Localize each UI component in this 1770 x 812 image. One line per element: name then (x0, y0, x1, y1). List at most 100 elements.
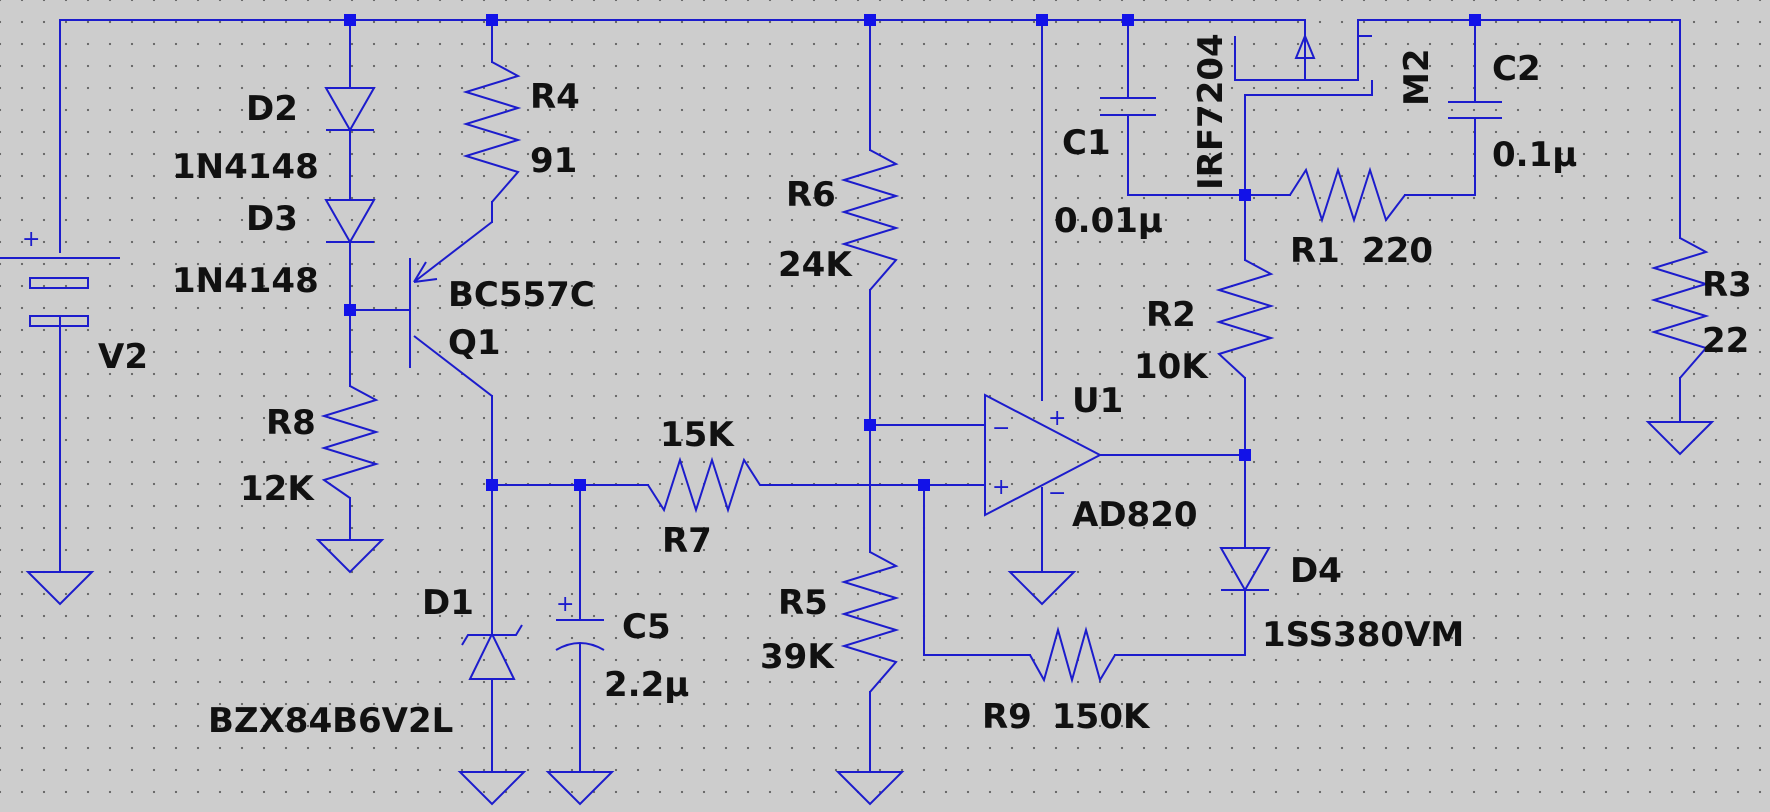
label-r1-value: 220 (1362, 231, 1433, 271)
label-r8-value: 12K (240, 469, 315, 509)
resistor-r5-symbol (840, 551, 900, 693)
m2-gate-plate (1358, 35, 1373, 95)
m2-arrow (1294, 33, 1316, 59)
wire-c1 (1127, 19, 1291, 196)
zener-d1-bar (461, 624, 523, 646)
label-c1-value: 0.01µ (1054, 201, 1163, 241)
ground-symbols (25, 421, 1715, 806)
opamp-u1-symbol: − + + − (984, 393, 1103, 517)
label-r6-value: 24K (778, 245, 853, 285)
q1-collector-lead (413, 335, 493, 397)
label-d1-ref: D1 (422, 583, 474, 623)
label-c5-ref: C5 (622, 607, 671, 647)
m2-leads (1304, 20, 1359, 36)
diode-d3-symbol (324, 199, 376, 245)
capacitor-c2-symbol (1448, 101, 1502, 119)
label-r4-value: 91 (530, 141, 577, 181)
wire-r9 (923, 484, 1246, 656)
junction (344, 14, 356, 26)
opamp-plus-sign: + (992, 475, 1010, 500)
label-r9-ref: R9 (982, 697, 1032, 737)
label-d4-ref: D4 (1290, 551, 1342, 591)
diode-d3-body (324, 199, 376, 245)
labels: V2 D2 1N4148 D3 1N4148 R4 91 BC557C Q1 R… (98, 33, 1752, 741)
transistor-q1-symbol (409, 221, 493, 397)
c5-plus-sign: + (556, 592, 574, 617)
battery-v2-symbol: + (0, 227, 120, 327)
label-d3-ref: D3 (246, 199, 298, 239)
junction (1036, 14, 1048, 26)
diode-d2-body (324, 87, 376, 133)
junction (1239, 449, 1251, 461)
ground-v2 (25, 571, 95, 606)
q1-emitter-arrow (413, 261, 438, 283)
label-r3-ref: R3 (1702, 265, 1752, 305)
c5-plate-bottom (555, 642, 605, 651)
junction (918, 479, 930, 491)
battery-plate-short (29, 315, 89, 327)
resistor-r6-symbol (840, 149, 900, 291)
label-r3-value: 22 (1702, 321, 1749, 361)
wire-m2-gate (1244, 94, 1373, 196)
diode-d2-symbol (324, 87, 376, 133)
opamp-supply-minus: − (1048, 481, 1066, 506)
label-m2-ref: M2 (1397, 49, 1437, 107)
label-r2-value: 10K (1134, 347, 1209, 387)
opamp-triangle (984, 393, 1103, 517)
resistor-r8-symbol (320, 385, 380, 499)
label-d2-value: 1N4148 (172, 147, 319, 187)
label-c5-value: 2.2µ (604, 665, 689, 705)
resistor-r2-symbol (1215, 259, 1275, 379)
junction-dots (344, 14, 1481, 491)
zener-d1-body (468, 631, 516, 680)
resistor-r4-symbol (462, 61, 522, 203)
c1-plates (1100, 97, 1156, 116)
resistor-r3-symbol (1650, 237, 1710, 379)
battery-plus-sign: + (22, 227, 40, 252)
junction (486, 479, 498, 491)
junction (1239, 189, 1251, 201)
label-q1-value: BC557C (448, 275, 595, 315)
label-c2-value: 0.1µ (1492, 135, 1577, 175)
label-d2-ref: D2 (246, 89, 298, 129)
label-d4-value: 1SS380VM (1262, 615, 1464, 655)
label-r8-ref: R8 (266, 403, 316, 443)
capacitor-c5-symbol: + (555, 592, 605, 651)
junction (486, 14, 498, 26)
ground-u1 (1007, 571, 1077, 606)
label-r1-ref: R1 (1290, 231, 1340, 271)
resistor-r9-symbol (1029, 626, 1116, 684)
c2-plates (1448, 101, 1502, 119)
ground-d1 (457, 771, 527, 806)
label-u1-ref: U1 (1072, 381, 1123, 421)
label-d1-value: BZX84B6V2L (208, 701, 453, 741)
label-m2-value: IRF7204 (1191, 33, 1231, 190)
label-r5-ref: R5 (778, 583, 828, 623)
opamp-supply-plus: + (1048, 406, 1066, 431)
resistor-r7-symbol (647, 456, 768, 514)
junction (864, 14, 876, 26)
resistor-r1-symbol (1289, 166, 1406, 224)
zener-d1-symbol (461, 624, 523, 680)
label-v2-ref: V2 (98, 337, 148, 377)
diode-d4-body (1219, 547, 1271, 593)
mosfet-m2-symbol (1234, 20, 1373, 95)
label-r9-value: 150K (1052, 697, 1151, 737)
ground-r8 (315, 539, 385, 574)
q1-emitter-lead (413, 221, 493, 283)
label-r4-ref: R4 (530, 77, 580, 117)
label-u1-value: AD820 (1072, 495, 1198, 535)
label-r2-ref: R2 (1146, 295, 1196, 335)
junction (864, 419, 876, 431)
label-r6-ref: R6 (786, 175, 836, 215)
junction (574, 479, 586, 491)
ground-c5 (545, 771, 615, 806)
battery-plate-long (29, 277, 89, 289)
junction (344, 304, 356, 316)
label-r5-value: 39K (760, 637, 835, 677)
label-r7-ref: R7 (662, 521, 712, 561)
label-c2-ref: C2 (1492, 49, 1541, 89)
label-c1-ref: C1 (1062, 123, 1111, 163)
